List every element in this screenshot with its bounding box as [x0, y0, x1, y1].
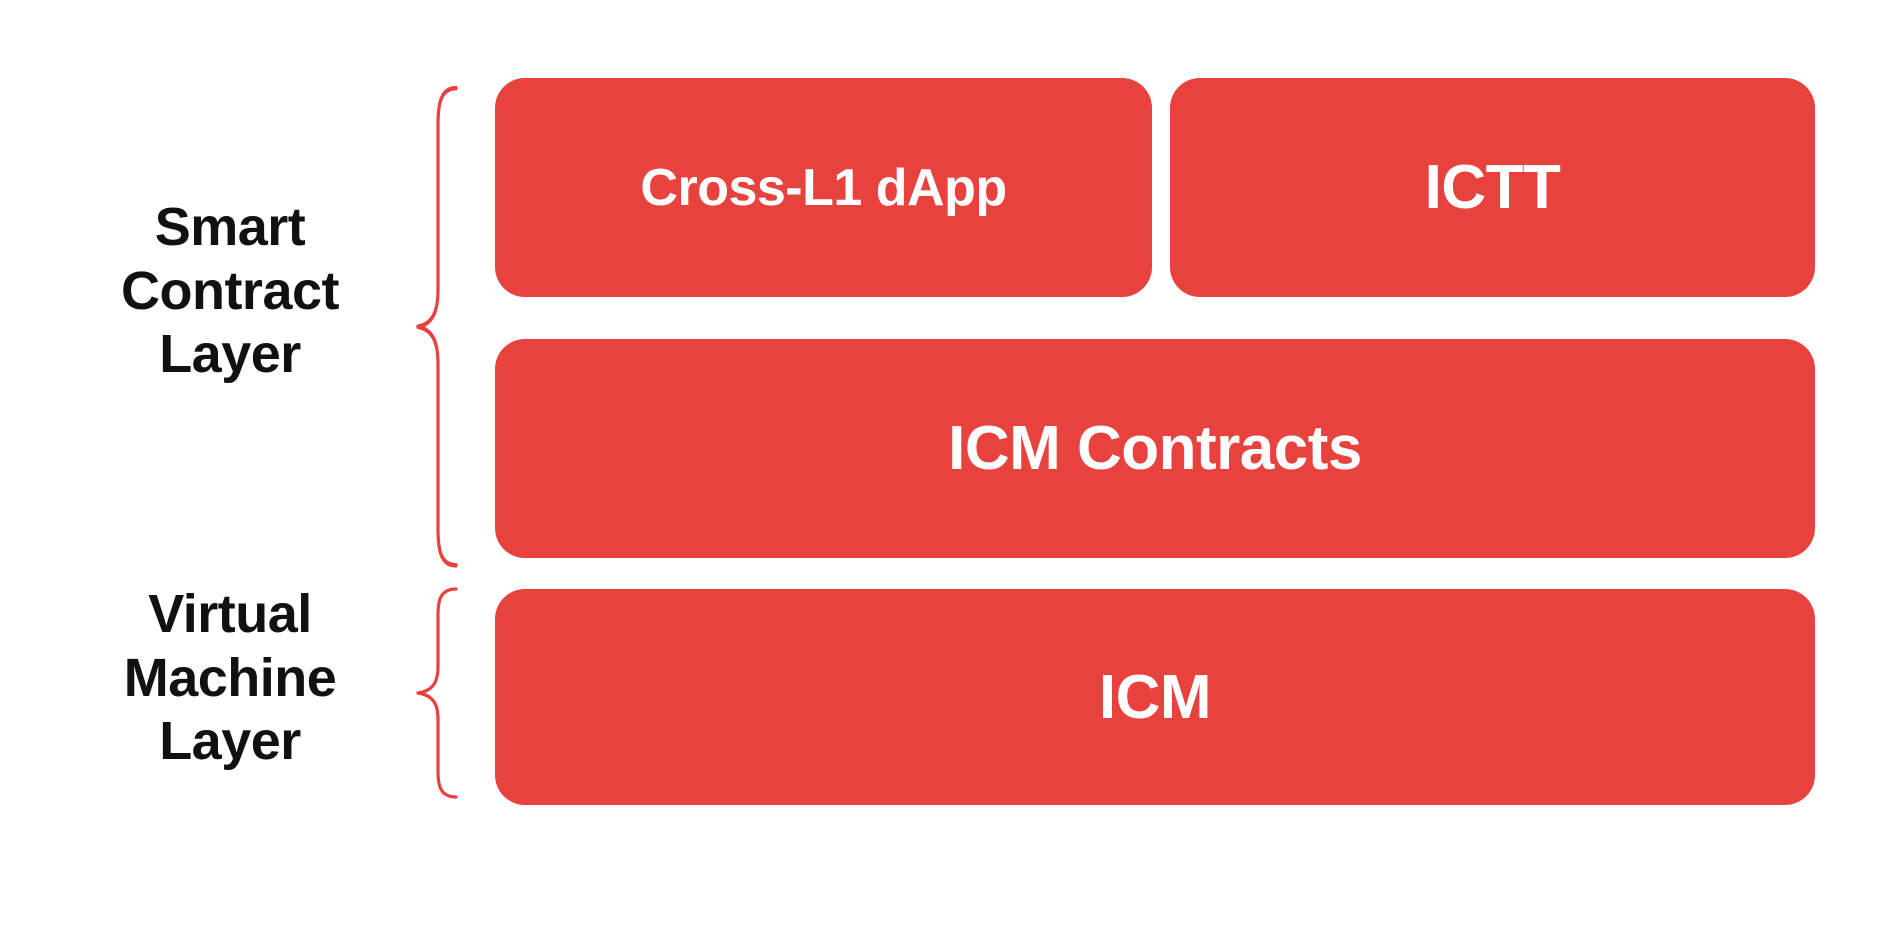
node-box-cross-l1-dapp[interactable]: Cross-L1 dApp [495, 78, 1152, 297]
node-label-icm: ICM [1098, 662, 1212, 732]
node-label-icm-contracts: ICM Contracts [948, 414, 1362, 483]
node-label-ictt: ICTT [1424, 153, 1561, 222]
left-curly-brace-icon-virtual-machine [404, 581, 464, 813]
layer-label-smart-contract: Smart Contract Layer [120, 197, 340, 385]
node-box-ictt[interactable]: ICTT [1170, 78, 1815, 297]
node-label-cross-l1-dapp: Cross-L1 dApp [640, 158, 1007, 217]
left-curly-brace-icon-smart-contract [404, 70, 464, 570]
layer-label-virtual-machine: Virtual Machine Layer [123, 584, 337, 772]
node-box-icm[interactable]: ICM [495, 589, 1815, 805]
node-box-icm-contracts[interactable]: ICM Contracts [495, 339, 1815, 558]
